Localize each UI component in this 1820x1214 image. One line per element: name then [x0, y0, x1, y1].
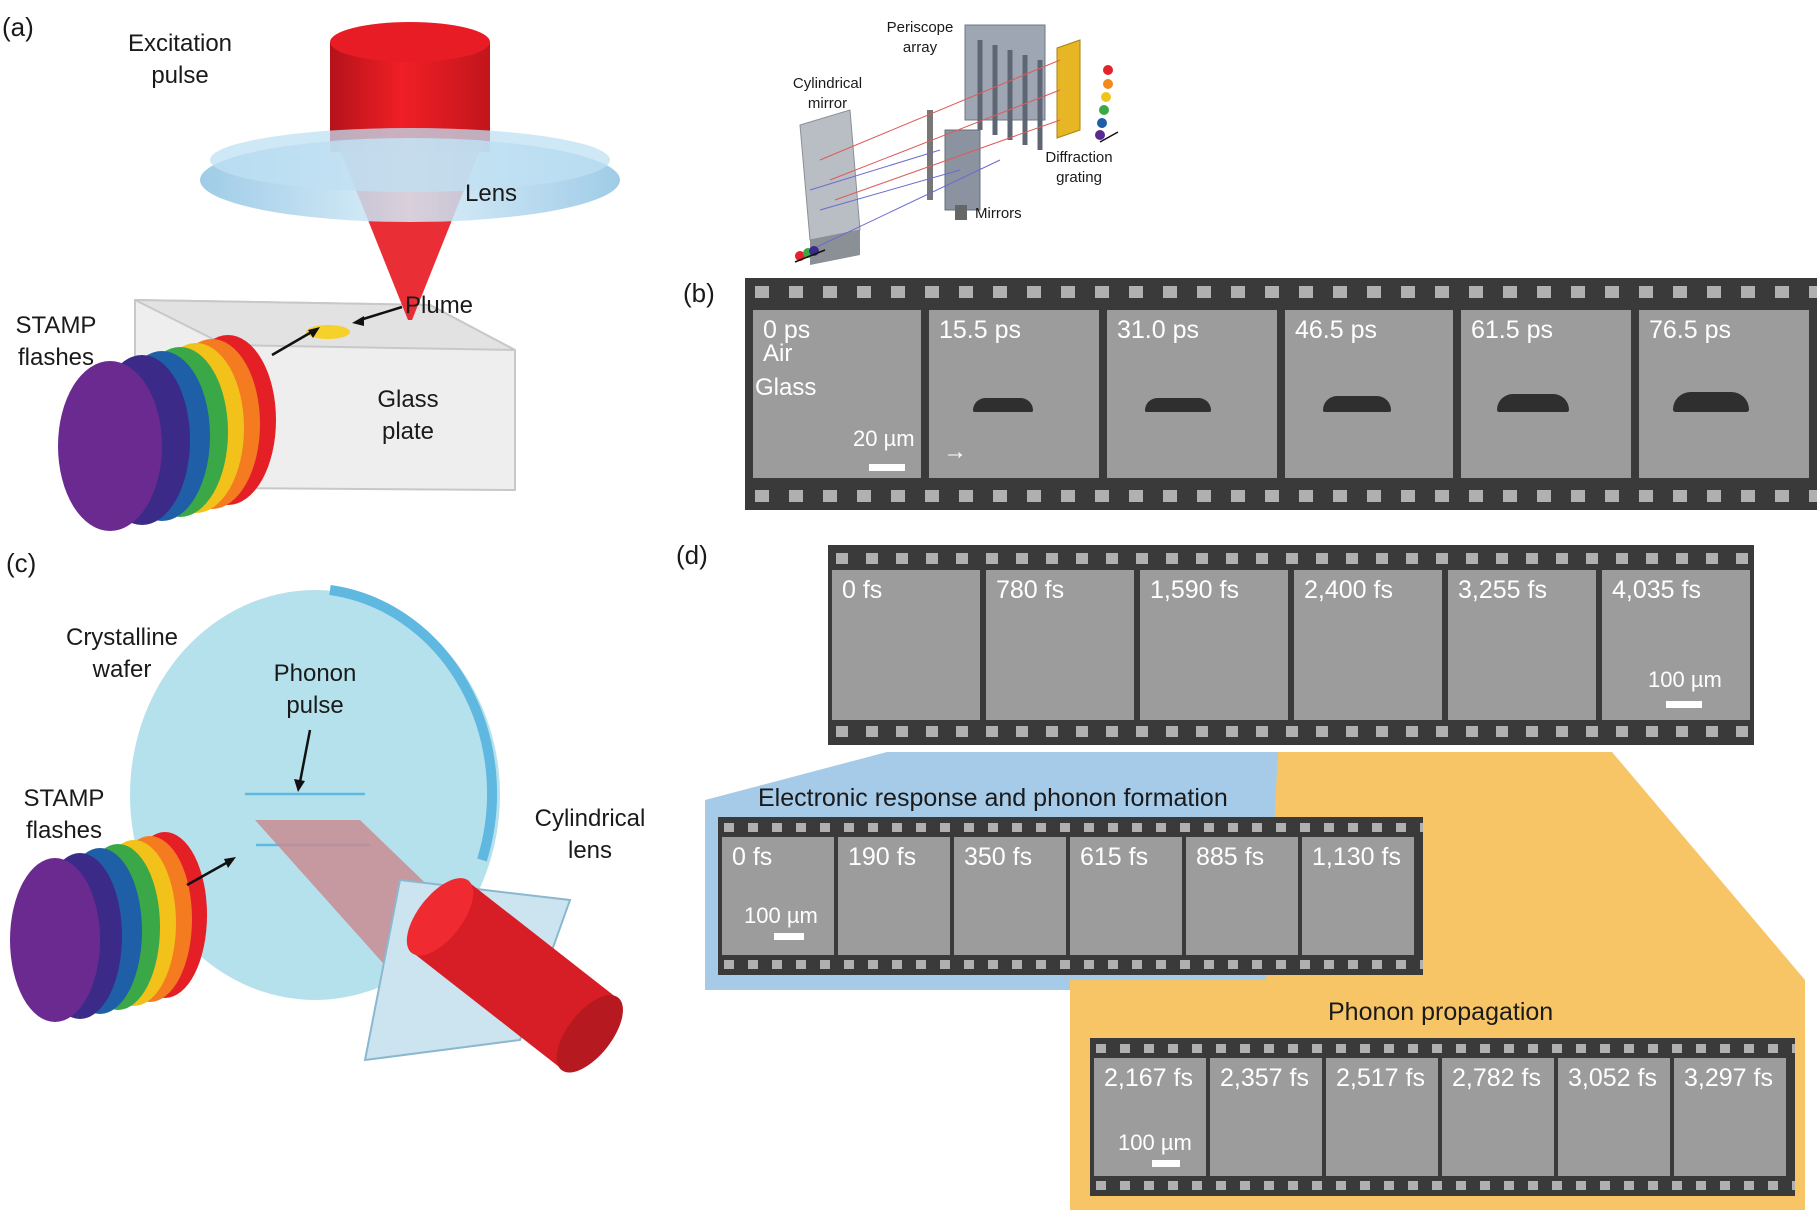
frame-d-prop-4: 3,052 fs	[1558, 1058, 1670, 1176]
frame-d-prop-1: 2,357 fs	[1210, 1058, 1322, 1176]
scale-b-label: 20 µm	[853, 426, 915, 451]
frame-d-elec-2: 350 fs	[954, 837, 1066, 955]
phonon-propagation-title: Phonon propagation	[1328, 998, 1554, 1026]
scale-d-elec-bar	[774, 933, 804, 940]
panel-c-tag: (c)	[6, 548, 37, 578]
frame-d-elec-5: 1,130 fs	[1302, 837, 1414, 955]
frame-d-elec-0: 0 fs	[722, 837, 834, 955]
frame-d-top-3: 2,400 fs	[1294, 570, 1442, 720]
electronic-response-title: Electronic response and phonon formation	[758, 784, 1228, 812]
filmstrip-d-electronic: 0 fs 190 fs 350 fs 615 fs 885 fs 1,130 f…	[718, 817, 1423, 975]
frame-b-1: 15.5 ps	[929, 310, 1099, 478]
scale-b-bar	[869, 464, 905, 471]
frame-d-top-2: 1,590 fs	[1140, 570, 1288, 720]
panel-a-artwork	[58, 22, 620, 531]
frame-d-top-5: 4,035 fs	[1602, 570, 1750, 720]
frame-d-top-4: 3,255 fs	[1448, 570, 1596, 720]
frame-b-3: 46.5 ps	[1285, 310, 1453, 478]
filmstrip-d-propagation: 2,167 fs 2,357 fs 2,517 fs 2,782 fs 3,05…	[1090, 1038, 1795, 1196]
panel-d-tag: (d)	[676, 540, 708, 570]
glass-label: Glass	[755, 374, 817, 401]
panel-b-tag: (b)	[683, 278, 715, 308]
frame-d-prop-2: 2,517 fs	[1326, 1058, 1438, 1176]
frame-b-0: 0 ps	[753, 310, 921, 478]
panel-a-tag: (a)	[2, 12, 34, 42]
filmstrip-d-top: 0 fs 780 fs 1,590 fs 2,400 fs 3,255 fs 4…	[828, 545, 1754, 745]
scale-d-top-label: 100 µm	[1648, 667, 1722, 692]
arrow-right-icon: →	[943, 438, 967, 465]
scale-d-elec-label: 100 µm	[744, 903, 818, 928]
scale-d-prop-bar	[1152, 1160, 1180, 1167]
plume-label: Plume	[405, 292, 474, 319]
mirrors-label: Mirrors	[975, 205, 1022, 222]
scale-d-top-bar	[1666, 701, 1702, 708]
air-label: Air	[763, 340, 793, 367]
lens-label: Lens	[465, 180, 518, 207]
panel-c-artwork	[10, 585, 623, 1073]
frame-b-2: 31.0 ps	[1107, 310, 1277, 478]
frame-d-prop-0: 2,167 fs	[1094, 1058, 1206, 1176]
frame-d-elec-1: 190 fs	[838, 837, 950, 955]
frame-d-top-0: 0 fs	[832, 570, 980, 720]
frame-d-elec-3: 615 fs	[1070, 837, 1182, 955]
frame-d-prop-3: 2,782 fs	[1442, 1058, 1554, 1176]
inset-artwork	[794, 24, 1119, 265]
frame-d-prop-5: 3,297 fs	[1674, 1058, 1786, 1176]
frame-b-5: 76.5 ps	[1639, 310, 1809, 478]
frame-d-top-1: 780 fs	[986, 570, 1134, 720]
scale-d-prop-label: 100 µm	[1118, 1130, 1192, 1155]
filmstrip-b: 0 ps 15.5 ps 31.0 ps 46.5 ps 61.5 ps 76.…	[745, 278, 1817, 510]
frame-d-elec-4: 885 fs	[1186, 837, 1298, 955]
